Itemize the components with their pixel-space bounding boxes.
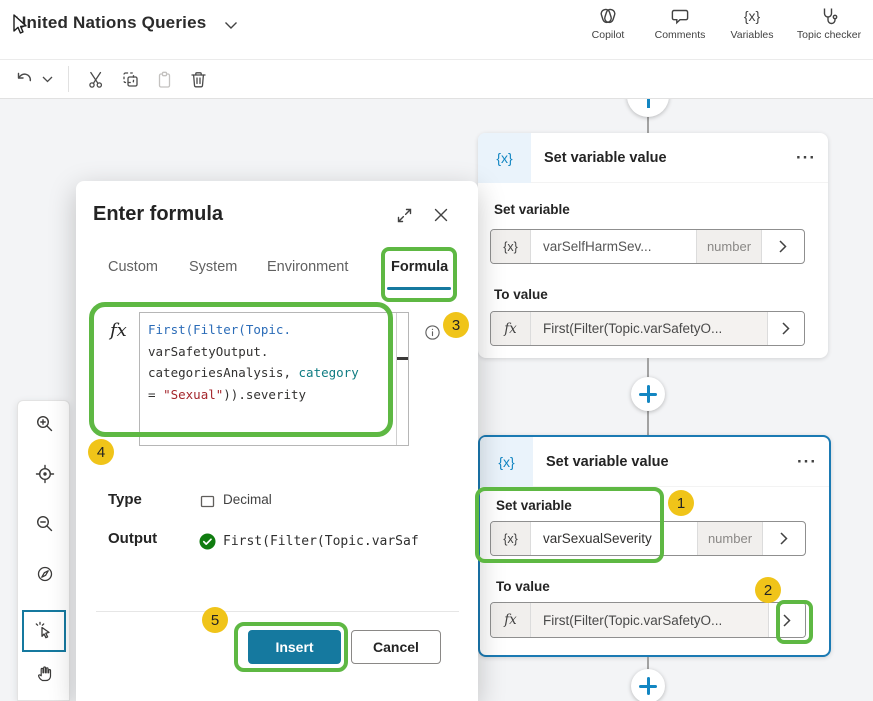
decimal-type-icon xyxy=(200,495,215,508)
connector-line xyxy=(647,99,649,135)
variable-chip-icon: {x} xyxy=(491,230,531,263)
cancel-button[interactable]: Cancel xyxy=(351,630,441,664)
variable-name: varSelfHarmSev... xyxy=(543,239,652,254)
editor-resize-track xyxy=(396,313,408,445)
variable-name: varSexualSeverity xyxy=(543,531,652,546)
delete-icon[interactable] xyxy=(181,63,215,95)
enter-formula-dialog: Enter formula Custom System Environment … xyxy=(76,181,478,701)
comments-button[interactable]: Comments xyxy=(649,5,711,51)
variable-picker[interactable]: {x} varSelfHarmSev... number xyxy=(490,229,805,264)
variables-button[interactable]: {x} Variables xyxy=(721,5,783,51)
tab-environment[interactable]: Environment xyxy=(267,259,349,275)
cut-icon[interactable] xyxy=(79,63,113,95)
title-bar: United Nations Queries Copilot Comments … xyxy=(0,0,873,60)
add-node-button-bottom[interactable] xyxy=(631,669,665,701)
chevron-right-icon[interactable] xyxy=(768,312,804,345)
tab-formula[interactable]: Formula xyxy=(391,259,449,275)
dialog-divider xyxy=(96,611,459,612)
close-dialog-icon[interactable] xyxy=(433,207,449,223)
canvas-tool-rail xyxy=(17,400,70,701)
chevron-right-icon[interactable] xyxy=(763,522,805,555)
formula-line: First(Filter(Topic. xyxy=(148,322,291,337)
variable-picker[interactable]: {x} varSexualSeverity number xyxy=(490,521,806,556)
insert-button[interactable]: Insert xyxy=(248,630,341,664)
topic-checker-button[interactable]: Topic checker xyxy=(793,5,865,51)
dialog-title: Enter formula xyxy=(93,203,224,225)
copilot-label: Copilot xyxy=(591,29,625,41)
node-set-variable-1[interactable]: {x} Set variable value ··· Set variable … xyxy=(478,133,828,358)
formula-line: varSafetyOutput. xyxy=(148,343,269,359)
node-header: {x} Set variable value ··· xyxy=(478,133,828,183)
variables-label: Variables xyxy=(730,29,774,41)
fx-icon: fx xyxy=(110,320,127,341)
to-value-formula[interactable]: fx First(Filter(Topic.varSafetyO... xyxy=(490,602,806,638)
copilot-icon xyxy=(597,5,619,27)
select-tool[interactable] xyxy=(25,611,65,651)
node-title: Set variable value xyxy=(544,150,667,166)
variable-type: number xyxy=(696,230,762,263)
formula-line: = "Sexual")).severity xyxy=(148,386,307,402)
copy-icon[interactable] xyxy=(113,63,147,95)
minimap-tool[interactable] xyxy=(25,554,65,594)
tab-selected-underline xyxy=(387,287,451,290)
variable-type: number xyxy=(697,522,763,555)
to-value-formula[interactable]: fx First(Filter(Topic.varSafetyO... xyxy=(490,311,805,346)
fx-chip-icon: fx xyxy=(491,312,531,345)
node-menu-button[interactable]: ··· xyxy=(797,452,817,471)
expand-dialog-icon[interactable] xyxy=(396,207,413,224)
set-variable-label: Set variable xyxy=(496,498,572,513)
to-value-text: First(Filter(Topic.varSafetyO... xyxy=(531,603,769,637)
variable-chip-icon: {x} xyxy=(491,522,531,555)
to-value-label: To value xyxy=(496,579,550,594)
add-node-button-middle[interactable] xyxy=(631,377,665,411)
set-variable-label: Set variable xyxy=(494,202,570,217)
tab-custom[interactable]: Custom xyxy=(108,259,158,275)
node-title: Set variable value xyxy=(546,454,669,470)
center-canvas-tool[interactable] xyxy=(25,454,65,494)
success-check-icon xyxy=(199,533,216,550)
comments-label: Comments xyxy=(654,29,706,41)
to-value-label: To value xyxy=(494,287,548,302)
topic-checker-label: Topic checker xyxy=(796,29,862,41)
chevron-right-icon[interactable] xyxy=(769,603,805,637)
output-label: Output xyxy=(108,530,158,547)
comments-icon xyxy=(670,5,690,27)
add-node-button-top[interactable] xyxy=(627,99,669,117)
formula-editor: First(Filter(Topic. varSafetyOutput. cat… xyxy=(139,312,409,446)
zoom-in-tool[interactable] xyxy=(25,404,65,444)
fx-chip-icon: fx xyxy=(491,603,531,637)
chevron-right-icon[interactable] xyxy=(762,230,804,263)
selected-tool-outline xyxy=(22,610,66,652)
to-value-text: First(Filter(Topic.varSafetyO... xyxy=(531,312,768,345)
pan-tool[interactable] xyxy=(25,653,65,693)
paste-icon xyxy=(147,63,181,95)
node-header: {x} Set variable value ··· xyxy=(480,437,829,487)
formula-line: categoriesAnalysis, category xyxy=(148,365,359,380)
topic-checker-icon xyxy=(819,5,839,27)
undo-dropdown-icon[interactable] xyxy=(36,63,58,95)
zoom-out-tool[interactable] xyxy=(25,504,65,544)
editor-resize-handle[interactable] xyxy=(397,357,408,360)
variable-node-icon: {x} xyxy=(478,133,531,183)
formula-input[interactable]: First(Filter(Topic. varSafetyOutput. cat… xyxy=(140,313,396,445)
node-menu-button[interactable]: ··· xyxy=(796,148,816,167)
authoring-canvas[interactable]: {x} Set variable value ··· Set variable … xyxy=(0,99,873,701)
copilot-button[interactable]: Copilot xyxy=(577,5,639,51)
info-icon[interactable] xyxy=(424,324,441,341)
tab-system[interactable]: System xyxy=(189,259,238,275)
variables-icon: {x} xyxy=(743,8,761,24)
page-title[interactable]: United Nations Queries xyxy=(14,13,207,32)
variable-node-icon: {x} xyxy=(480,437,533,487)
type-label: Type xyxy=(108,491,142,508)
edit-toolbar xyxy=(0,60,873,99)
header-actions: Copilot Comments {x} Variables Topic c xyxy=(577,5,865,51)
node-set-variable-2[interactable]: {x} Set variable value ··· Set variable … xyxy=(478,435,831,657)
undo-icon[interactable] xyxy=(10,63,36,95)
output-value: First(Filter(Topic.varSaf xyxy=(223,534,419,549)
chevron-down-icon[interactable] xyxy=(224,21,238,30)
toolbar-divider xyxy=(68,66,69,92)
type-value: Decimal xyxy=(223,492,272,507)
